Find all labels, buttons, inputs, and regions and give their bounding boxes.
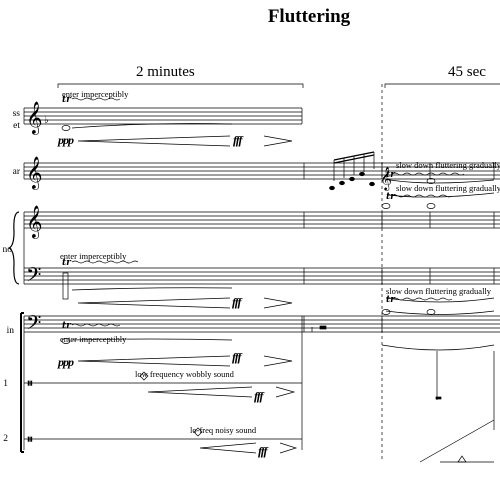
- flat-icon: ♭: [44, 115, 49, 126]
- instrument-label-bass-clarinet: ss et: [0, 108, 20, 132]
- instrument-label-perc-2: 2: [3, 434, 8, 444]
- annotation-slow-down-fluttering: slow down fluttering gradually: [396, 160, 500, 170]
- staff-guitar: [23, 162, 500, 180]
- trill-icon: tr: [386, 295, 396, 305]
- treble-clef-icon: 𝄞: [26, 101, 43, 135]
- dynamic-fff: fff: [232, 350, 242, 364]
- section-duration-2: 45 sec: [448, 64, 486, 80]
- instrument-label-perc-1: 1: [3, 379, 8, 389]
- trill-icon: tr: [62, 258, 72, 268]
- trill-icon: tr: [386, 192, 396, 202]
- trill-icon: tr: [386, 170, 396, 180]
- annotation-enter-imperceptibly: enter imperceptibly: [60, 334, 127, 344]
- dynamic-fff: fff: [254, 389, 264, 403]
- annotation-enter-imperceptibly: enter imperceptibly: [62, 89, 129, 99]
- trill-icon: tr: [62, 95, 72, 105]
- annotation-enter-imperceptibly: enter imperceptibly: [60, 251, 127, 261]
- staff-violin: [24, 315, 500, 333]
- annotation-slow-down-fluttering: slow down fluttering gradually: [396, 183, 500, 193]
- section-duration-1: 2 minutes: [136, 64, 195, 80]
- staff-piano-treble: [24, 211, 500, 229]
- score-title: Fluttering: [267, 6, 351, 27]
- bass-clef-icon: 𝄢: [26, 263, 41, 291]
- percussion-clef-icon: 𝄥: [27, 377, 33, 392]
- percussion-clef-icon: 𝄥: [27, 433, 33, 448]
- annotation-lo-freq-noisy: lo-freq noisy sound: [190, 425, 257, 435]
- instrument-label-piano: no: [2, 245, 13, 255]
- instrument-label-guitar: ar: [12, 167, 20, 177]
- instrument-label-violin: in: [6, 326, 14, 336]
- treble-clef-icon: 𝄞: [26, 205, 43, 239]
- treble-clef-icon: 𝄞: [380, 166, 392, 191]
- trill-icon: tr: [62, 321, 72, 331]
- staff-piano-bass: [24, 267, 500, 285]
- dynamic-ppp: ppp: [58, 133, 74, 147]
- annotation-low-frequency-wobbly: low frequency wobbly sound: [135, 369, 234, 379]
- annotation-slow-down-fluttering: slow down fluttering gradually: [386, 286, 492, 296]
- bass-clef-icon: 𝄢: [26, 311, 41, 339]
- dynamic-fff: fff: [232, 295, 242, 309]
- staff-bass-clarinet: [23, 107, 303, 125]
- dynamic-ppp: ppp: [58, 355, 74, 369]
- treble-clef-icon: 𝄞: [26, 156, 43, 190]
- dynamic-fff: fff: [258, 444, 268, 458]
- dynamic-fff: fff: [233, 133, 243, 147]
- instrument-label-text: ss et: [12, 109, 20, 131]
